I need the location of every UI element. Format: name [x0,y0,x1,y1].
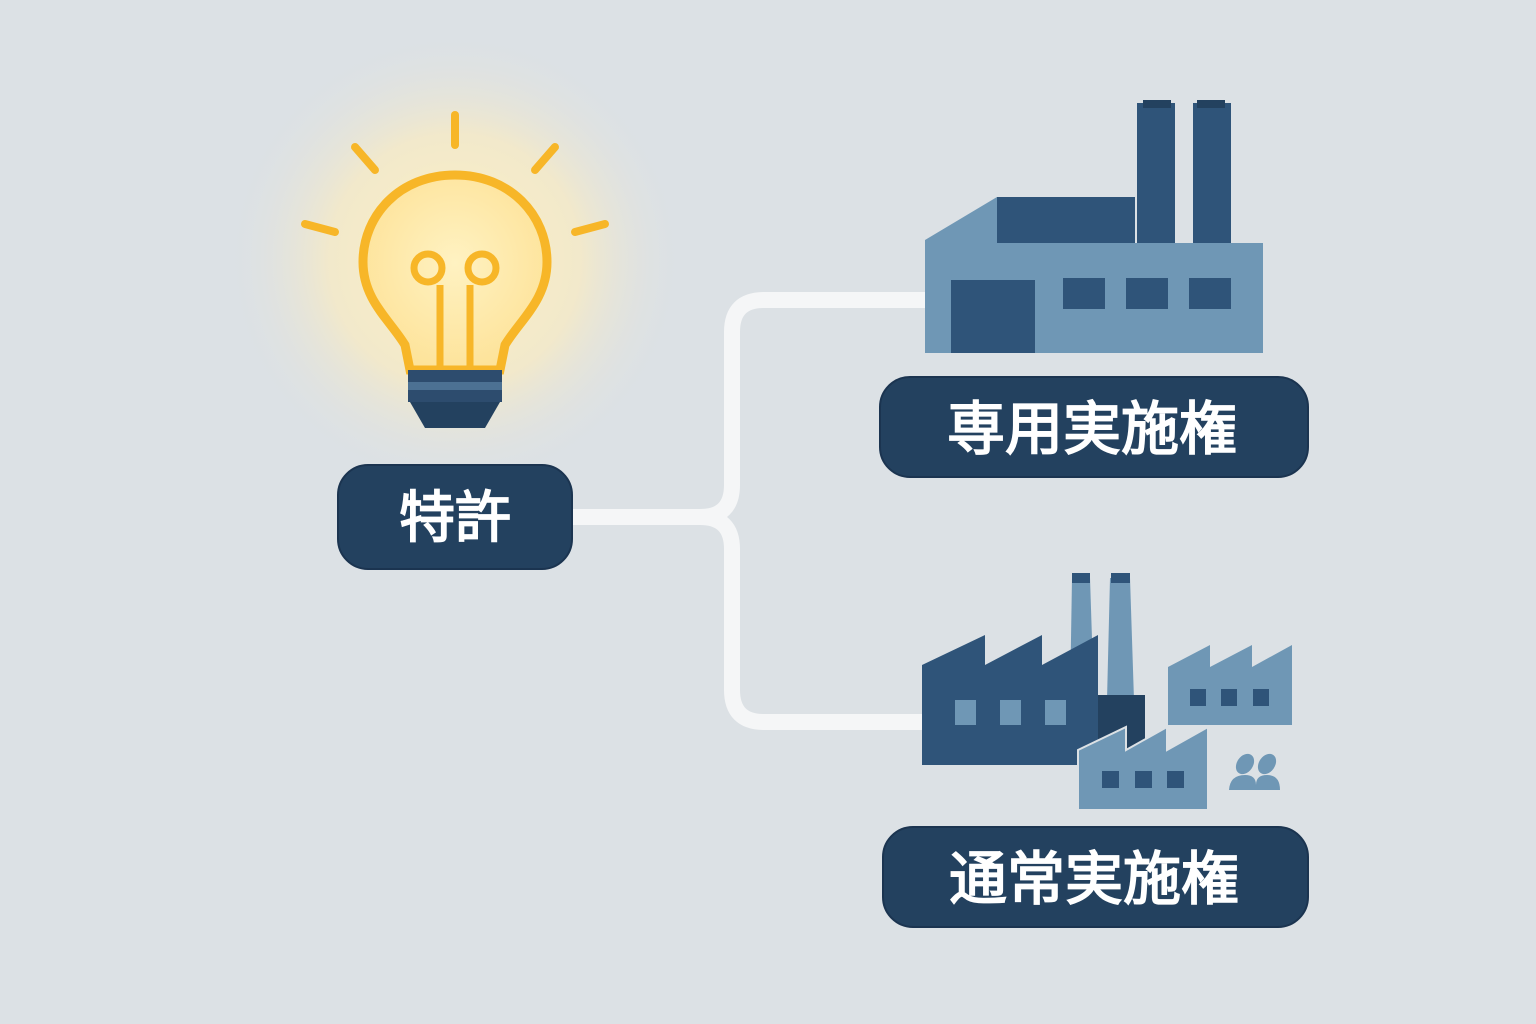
patent-label: 特許 [399,486,511,551]
non-exclusive-license-label: 通常実施権 [949,845,1239,913]
exclusive-license-node: 専用実施権 [880,377,1308,477]
non-exclusive-license-node: 通常実施権 [883,827,1308,927]
patent-node: 特許 [338,465,572,569]
people-icon [1229,750,1280,790]
lightbulb-icon [225,30,685,490]
single-factory-icon [925,100,1263,353]
connector-to-non-exclusive [700,517,925,722]
multiple-factories-icon [922,573,1292,810]
exclusive-license-label: 専用実施権 [947,395,1237,463]
